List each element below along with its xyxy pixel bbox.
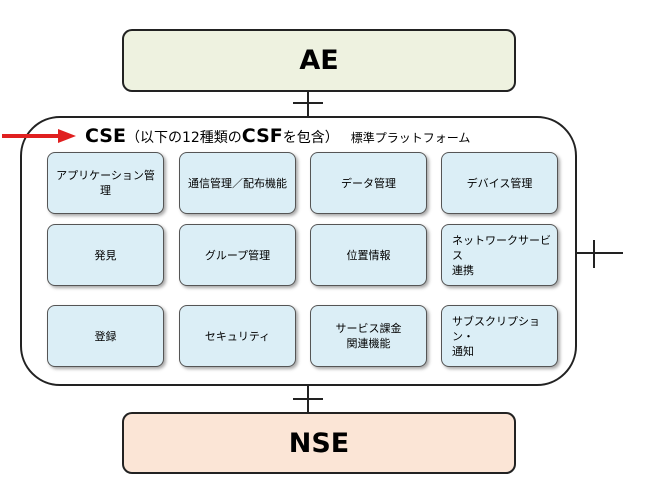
- csf-communication-management: 通信管理／配布機能: [179, 152, 296, 214]
- ae-label: AE: [299, 45, 339, 76]
- csf-label: サブスクリプション・ 通知: [452, 314, 540, 358]
- cse-paren-close: を包含）: [282, 130, 339, 146]
- cse-right-connector: [577, 252, 623, 254]
- csf-label: ネットワークサービス 連携: [452, 233, 551, 277]
- ae-box: AE: [122, 29, 516, 92]
- csf-label: グループ管理: [204, 248, 271, 262]
- cse-title: CSE（以下の12種類のCSFを包含） 標準プラットフォーム: [85, 125, 470, 149]
- csf-label: 通信管理／配布機能: [188, 176, 287, 190]
- csf-location: 位置情報: [310, 224, 427, 286]
- csf-security: セキュリティ: [179, 305, 296, 367]
- csf-group-management: グループ管理: [179, 224, 296, 286]
- csf-label: 位置情報: [346, 248, 391, 262]
- cse-paren-open: （以下の12種類の: [125, 130, 242, 146]
- csf-label: データ管理: [341, 176, 396, 190]
- red-arrow-icon: [2, 129, 76, 143]
- csf-discovery: 発見: [47, 224, 164, 286]
- csf-registration: 登録: [47, 305, 164, 367]
- cse-csf: CSF: [241, 125, 283, 147]
- csf-label: 発見: [94, 248, 117, 262]
- cse-right-connector-tick: [593, 240, 595, 268]
- csf-label: 登録: [94, 329, 117, 343]
- csf-application-management: アプリケーション管理: [47, 152, 164, 214]
- csf-label: デバイス管理: [466, 176, 533, 190]
- ae-cse-connector: [307, 92, 309, 116]
- nse-box: NSE: [122, 412, 516, 474]
- cse-standard: 標準プラットフォーム: [350, 131, 471, 145]
- cse-prefix: CSE: [85, 125, 126, 147]
- csf-device-management: デバイス管理: [441, 152, 558, 214]
- csf-label: サービス課金 関連機能: [335, 322, 402, 350]
- csf-label: セキュリティ: [204, 329, 271, 343]
- csf-data-management: データ管理: [310, 152, 427, 214]
- nse-label: NSE: [288, 427, 350, 459]
- cse-nse-connector-tick: [293, 398, 323, 400]
- csf-subscription-notification: サブスクリプション・ 通知: [441, 305, 558, 367]
- csf-service-charging: サービス課金 関連機能: [310, 305, 427, 367]
- csf-network-service-exposure: ネットワークサービス 連携: [441, 224, 558, 286]
- csf-label: アプリケーション管理: [56, 169, 155, 197]
- ae-cse-connector-tick: [293, 102, 323, 104]
